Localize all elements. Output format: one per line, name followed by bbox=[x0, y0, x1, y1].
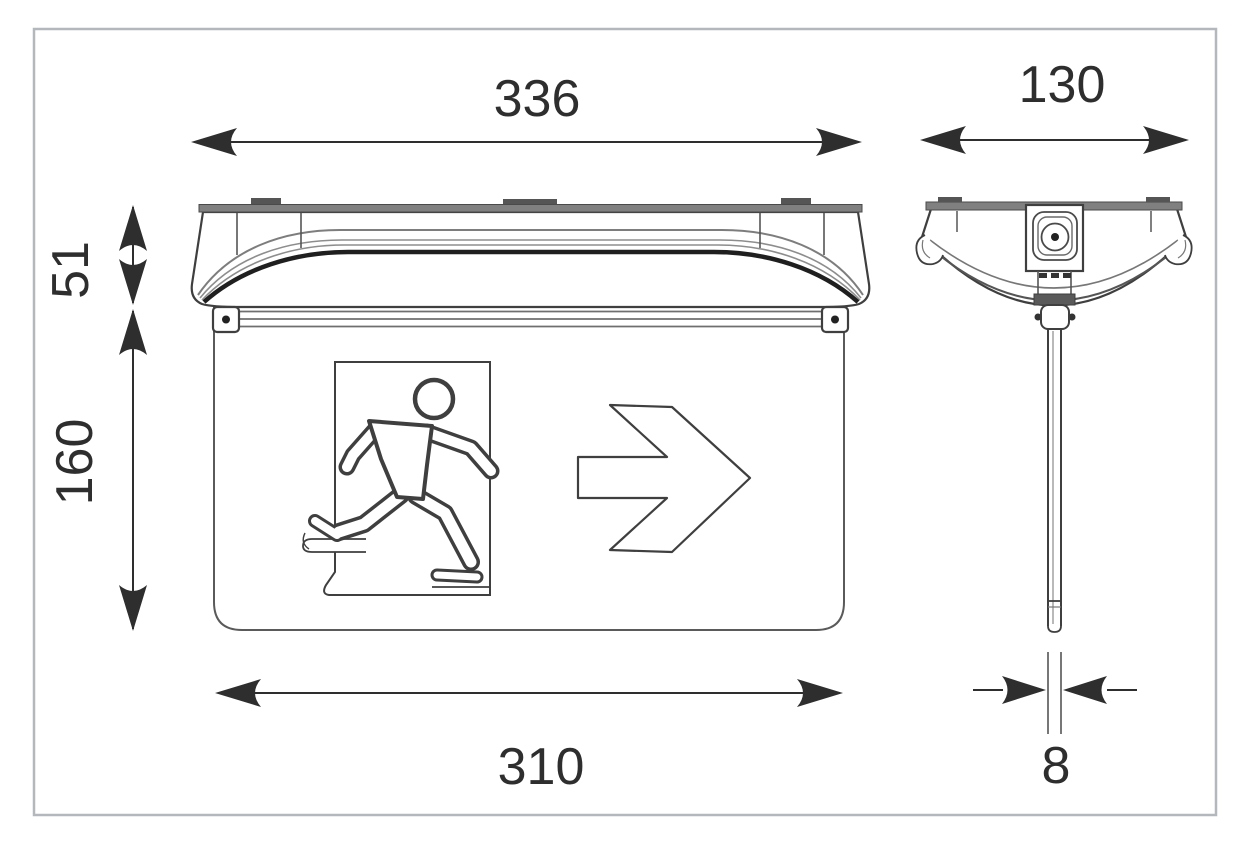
arrowhead-left-icon bbox=[191, 128, 237, 156]
block-neck bbox=[1033, 271, 1076, 306]
dim-front-width bbox=[191, 128, 862, 156]
housing-seams bbox=[236, 213, 825, 255]
sign-panel bbox=[213, 303, 845, 631]
dim-label-side-depth: 130 bbox=[1019, 56, 1106, 114]
arrowhead-right-icon bbox=[816, 128, 862, 156]
panel-collar bbox=[1034, 304, 1076, 330]
dim-label-panel-thickness: 8 bbox=[1042, 737, 1071, 795]
end-hook-right bbox=[1164, 234, 1193, 266]
dim-panel-thickness bbox=[973, 652, 1137, 734]
arrowhead-left-icon bbox=[215, 679, 261, 707]
mounting-rail bbox=[240, 310, 822, 328]
clip-screw-icon bbox=[222, 315, 230, 324]
head bbox=[412, 377, 456, 421]
side-tab-left bbox=[938, 197, 962, 202]
clip-screw-icon bbox=[831, 315, 839, 324]
panel-edge bbox=[1047, 329, 1062, 633]
right-arrow-icon bbox=[576, 403, 752, 554]
housing-outline bbox=[190, 210, 871, 309]
mounting-tab-right bbox=[781, 198, 811, 204]
rail-clip-right bbox=[820, 305, 850, 334]
dim-housing-height bbox=[119, 205, 147, 305]
housing-contours bbox=[197, 229, 864, 304]
cable-entry-knockout-icon bbox=[1024, 203, 1085, 273]
running-man-through-door-icon bbox=[302, 361, 500, 596]
arrowhead-right-icon bbox=[1002, 676, 1046, 704]
arrowhead-down-icon bbox=[119, 585, 147, 631]
page-border bbox=[32, 27, 1218, 817]
front-view: 336 51 160 310 bbox=[42, 70, 871, 796]
dim-panel-height bbox=[119, 309, 147, 631]
dim-label-front-width: 336 bbox=[494, 70, 581, 128]
dim-side-depth bbox=[920, 126, 1189, 154]
torso bbox=[367, 419, 434, 501]
door-step bbox=[302, 538, 366, 553]
mounting-tab-center bbox=[503, 199, 557, 204]
side-view: 130 8 bbox=[915, 56, 1193, 795]
arrowhead-right-icon bbox=[797, 679, 843, 707]
arrowhead-right-icon bbox=[1143, 126, 1189, 154]
dim-label-housing-height: 51 bbox=[42, 241, 100, 299]
arrowhead-up-icon bbox=[119, 205, 147, 251]
rail-clip-left bbox=[211, 305, 241, 334]
dim-label-panel-width: 310 bbox=[498, 738, 585, 796]
side-tab-right bbox=[1146, 197, 1170, 202]
dim-panel-width bbox=[215, 679, 843, 707]
arrowhead-down-icon bbox=[119, 259, 147, 305]
arrowhead-up-icon bbox=[119, 309, 147, 355]
dim-label-panel-height: 160 bbox=[46, 419, 104, 506]
arrowhead-left-icon bbox=[1063, 676, 1107, 704]
mounting-tab-left bbox=[251, 198, 281, 204]
arrowhead-left-icon bbox=[920, 126, 966, 154]
housing-top-bar bbox=[198, 204, 863, 213]
end-hook-left bbox=[915, 234, 944, 266]
